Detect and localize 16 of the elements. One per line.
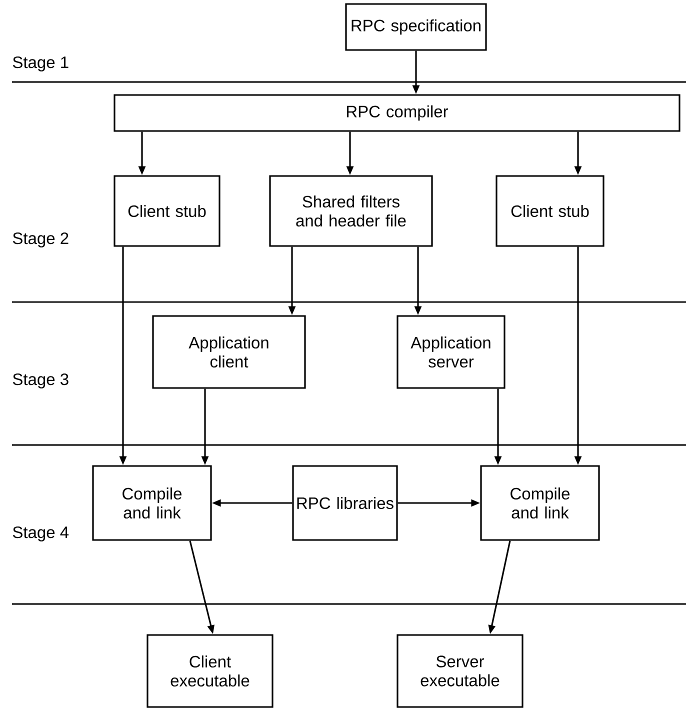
process-box: Application client (152, 315, 306, 389)
stage-label: Stage 3 (12, 373, 68, 388)
process-box: Client stub (496, 175, 604, 247)
process-box: RPC compiler (114, 94, 680, 132)
process-box: Server executable (396, 634, 524, 708)
process-box: Client stub (114, 175, 220, 247)
process-box: Application server (396, 315, 506, 389)
process-box: Shared filters and header file (269, 175, 433, 247)
stage-label: Stage 2 (12, 232, 68, 248)
stage-label: Stage 4 (12, 526, 69, 542)
stage-label: Stage 1 (12, 56, 68, 72)
process-box: Compile and link (480, 465, 600, 541)
process-box: Compile and link (92, 465, 212, 541)
process-box: Client executable (146, 634, 274, 708)
process-box: RPC specification (345, 3, 487, 51)
process-box: RPC libraries (292, 465, 398, 541)
